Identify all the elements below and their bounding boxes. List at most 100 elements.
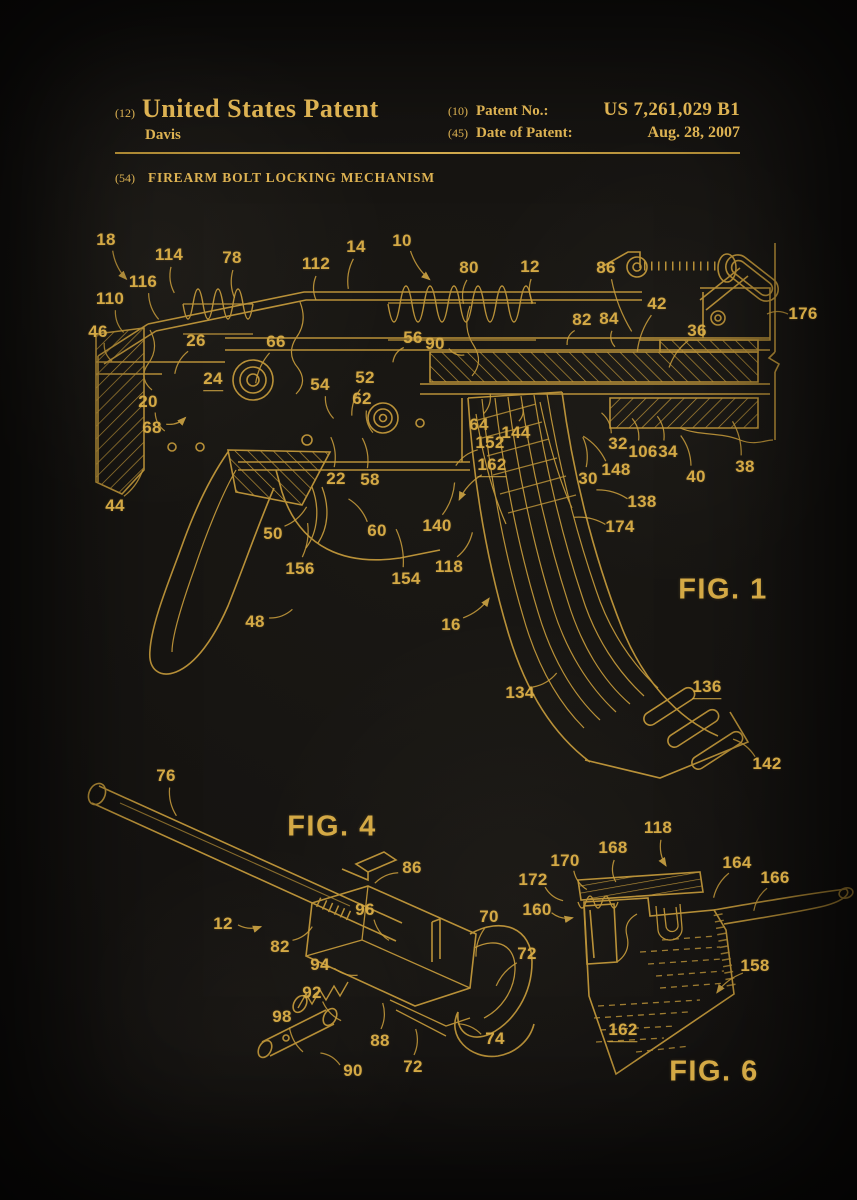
fig1-leader-118 — [456, 532, 474, 558]
fig1-leader-156 — [301, 523, 309, 558]
fig1-ref-24: 24 — [203, 369, 223, 391]
fig4-ref-74: 74 — [485, 1029, 505, 1049]
inventor-name: Davis — [145, 127, 181, 143]
fig1-ref-110: 110 — [95, 289, 125, 309]
fig4-ref-82: 82 — [270, 937, 290, 957]
patent-header: (12) United States Patent Davis (10) Pate… — [115, 96, 740, 145]
fig1-leader-60 — [348, 498, 368, 523]
fig1-ref-44: 44 — [105, 496, 125, 516]
fig1-ref-162: 162 — [477, 455, 507, 477]
fig4-leader-94 — [334, 967, 358, 977]
fig6-leader-158 — [716, 972, 744, 994]
fig1-leader-152 — [455, 449, 478, 466]
fig1-ref-112: 112 — [301, 254, 331, 274]
fig1-ref-86: 86 — [596, 258, 616, 278]
fig1-ref-46: 46 — [88, 322, 108, 342]
fig1-leader-78 — [230, 269, 236, 299]
fig1-leader-48 — [269, 608, 293, 619]
fig1-ref-10: 10 — [392, 231, 412, 251]
fig1-leader-134 — [532, 672, 558, 688]
fig1-leader-46 — [103, 342, 113, 362]
patent-office-title: United States Patent — [142, 94, 379, 123]
fig1-leader-148 — [582, 435, 607, 462]
fig1-leader-106 — [631, 418, 640, 441]
fig1-leader-20 — [154, 412, 166, 432]
fig1-leader-12 — [528, 278, 534, 304]
fig1-ref-38: 38 — [735, 457, 755, 477]
fig4-ref-76: 76 — [156, 766, 176, 786]
fig6-ref-160: 160 — [522, 900, 552, 920]
fig4-ref-98: 98 — [272, 1007, 292, 1027]
invention-title: FIREARM BOLT LOCKING MECHANISM — [148, 170, 435, 185]
patent-date-value: Aug. 28, 2007 — [647, 124, 740, 141]
fig1-ref-176: 176 — [788, 304, 818, 324]
fig1-ref-134: 134 — [505, 683, 535, 703]
fig1-leader-84 — [610, 330, 616, 348]
kind-code-12: (12) — [115, 106, 135, 120]
fig4-ref-72: 72 — [403, 1057, 423, 1077]
fig1-leader-116 — [147, 293, 160, 320]
fig4-ref-92: 92 — [302, 983, 322, 1003]
fig1-leader-14 — [347, 258, 354, 289]
patent-date-row: (45) Date of Patent: Aug. 28, 2007 — [448, 124, 740, 142]
fig1-ref-174: 174 — [605, 517, 635, 537]
fig1-leader-144 — [518, 404, 524, 422]
fig1-leader-44 — [123, 469, 144, 497]
fig4-leader-88 — [380, 1002, 386, 1030]
fig1-leader-142 — [732, 738, 756, 758]
fig1-ref-152: 152 — [475, 433, 505, 453]
fig1-ref-60: 60 — [367, 521, 387, 541]
fig6-ref-172: 172 — [518, 870, 548, 890]
patent-number-row: (10) Patent No.: US 7,261,029 B1 — [448, 99, 740, 121]
fig6-leader-164 — [712, 872, 730, 898]
fig1-leader-90 — [448, 348, 465, 356]
fig1-leader-68 — [166, 416, 187, 426]
fig1-leader-86 — [610, 279, 633, 332]
fig1-leader-112 — [312, 275, 317, 301]
fig1-ref-78: 78 — [222, 248, 242, 268]
fig1-ref-34: 34 — [658, 442, 678, 462]
fig1-ref-62: 62 — [352, 389, 372, 409]
fig1-ref-12: 12 — [520, 257, 540, 277]
fig1-leader-26 — [174, 350, 189, 374]
kind-code-54: (54) — [115, 171, 135, 185]
fig1-ref-20: 20 — [138, 392, 158, 412]
fig1-leader-38 — [731, 420, 742, 456]
fig4-ref-72: 72 — [517, 944, 537, 964]
fig1-ref-82: 82 — [572, 310, 592, 330]
fig1-ref-56: 56 — [403, 328, 423, 348]
fig1-ref-118: 118 — [434, 557, 464, 577]
fig6-caption: FIG. 6 — [669, 1055, 759, 1088]
kind-code-10: (10) — [448, 104, 468, 118]
fig4-leader-98 — [288, 1027, 304, 1053]
fig4-leader-90 — [320, 1052, 341, 1066]
fig1-leader-36 — [668, 340, 689, 368]
fig6-leader-160 — [551, 912, 574, 924]
fig4-leader-96 — [373, 919, 390, 941]
fig6-ref-164: 164 — [722, 853, 752, 873]
fig1-ref-66: 66 — [266, 332, 286, 352]
fig1-ref-80: 80 — [459, 258, 479, 278]
fig1-leader-82 — [566, 329, 576, 346]
fig4-ref-88: 88 — [370, 1031, 390, 1051]
fig1-ref-142: 142 — [752, 754, 782, 774]
fig6-ref-162: 162 — [608, 1020, 638, 1042]
fig1-ref-16: 16 — [441, 615, 461, 635]
patent-date-label: Date of Patent: — [476, 125, 573, 141]
fig4-leader-82 — [292, 926, 313, 941]
header-right: (10) Patent No.: US 7,261,029 B1 (45) Da… — [448, 96, 740, 145]
fig4-ref-12: 12 — [213, 914, 233, 934]
fig4-leader-72 — [413, 1028, 419, 1056]
fig1-ref-18: 18 — [96, 230, 116, 250]
fig1-leader-40 — [680, 435, 692, 466]
fig1-leader-22 — [330, 436, 336, 468]
fig6-leader-168 — [611, 859, 617, 883]
fig1-ref-36: 36 — [687, 321, 707, 341]
patent-number-value: US 7,261,029 B1 — [603, 99, 740, 120]
fig4-ref-96: 96 — [355, 900, 375, 920]
fig4-ref-90: 90 — [343, 1061, 363, 1081]
fig1-leader-110 — [114, 310, 125, 333]
invention-title-line: (54) FIREARM BOLT LOCKING MECHANISM — [115, 170, 435, 186]
fig1-ref-22: 22 — [326, 469, 346, 489]
header-divider — [115, 152, 740, 155]
